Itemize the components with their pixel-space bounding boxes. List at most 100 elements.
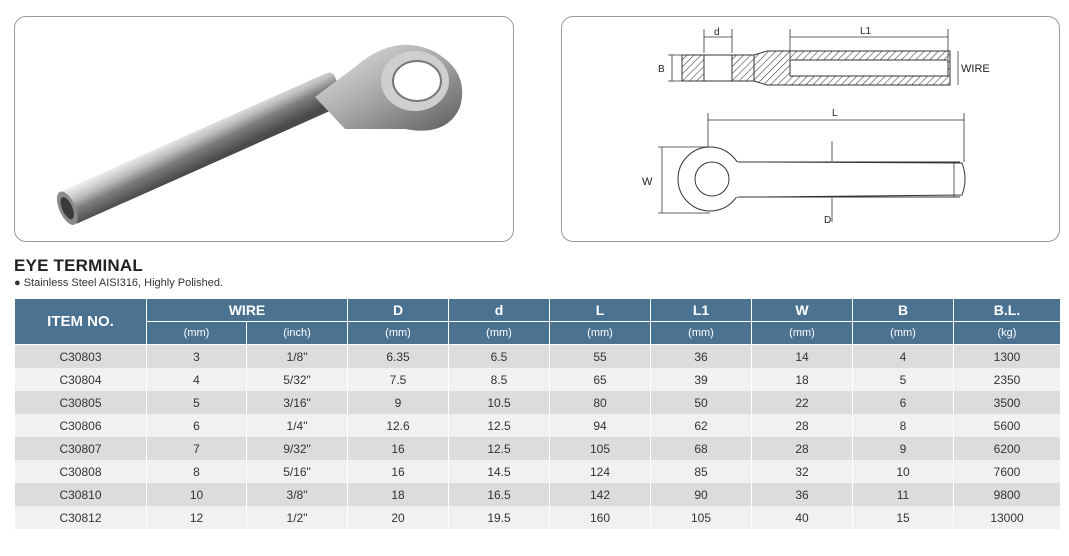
label-w: W	[642, 176, 653, 188]
cell-l: 142	[549, 483, 651, 506]
cell-wire-mm: 3	[146, 344, 247, 368]
cell-l: 80	[549, 391, 651, 414]
label-l1: L1	[860, 26, 872, 37]
cell-wire-inch: 1/2"	[246, 506, 348, 529]
cell-l1: 90	[650, 483, 752, 506]
cell-wire-inch: 5/16"	[246, 460, 348, 483]
cell-b: 9	[852, 437, 954, 460]
cell-item-no: C30804	[14, 368, 147, 391]
cell-d-upper: 16	[347, 437, 449, 460]
cell-item-no: C30812	[14, 506, 147, 529]
cell-wire-inch: 3/16"	[246, 391, 348, 414]
header-w: W	[751, 298, 853, 322]
cell-item-no: C30807	[14, 437, 147, 460]
cell-w: 22	[751, 391, 853, 414]
cell-wire-inch: 5/32"	[246, 368, 348, 391]
label-d: d	[714, 27, 720, 38]
cell-wire-inch: 1/8"	[246, 344, 348, 368]
cell-w: 18	[751, 368, 853, 391]
eye-terminal-photo	[56, 44, 463, 225]
cell-d-lower: 10.5	[448, 391, 550, 414]
cell-wire-mm: 8	[146, 460, 247, 483]
cell-wire-mm: 12	[146, 506, 247, 529]
cell-wire-inch: 9/32"	[246, 437, 348, 460]
page-title: EYE TERMINAL	[14, 256, 143, 275]
cell-w: 40	[751, 506, 853, 529]
unit-wire-inch: (inch)	[246, 321, 348, 345]
cell-w: 28	[751, 437, 853, 460]
cell-bl: 5600	[953, 414, 1061, 437]
unit-w: (mm)	[751, 321, 853, 345]
header-b: B	[852, 298, 954, 322]
cell-b: 10	[852, 460, 954, 483]
cell-l1: 68	[650, 437, 752, 460]
table-row: C30812 12 1/2" 20 19.5 160 105 40 15 130…	[14, 506, 1061, 529]
cell-l: 55	[549, 344, 651, 368]
header-wire: WIRE	[146, 298, 348, 322]
label-wire: WIRE	[961, 63, 990, 75]
product-photo-panel	[14, 16, 514, 242]
cell-bl: 3500	[953, 391, 1061, 414]
cell-item-no: C30803	[14, 344, 147, 368]
cell-l1: 85	[650, 460, 752, 483]
cell-item-no: C30806	[14, 414, 147, 437]
cell-d-lower: 16.5	[448, 483, 550, 506]
cell-wire-mm: 5	[146, 391, 247, 414]
side-view: L W D	[642, 108, 966, 226]
table-row: C30804 4 5/32" 7.5 8.5 65 39 18 5 2350	[14, 368, 1061, 391]
cell-item-no: C30808	[14, 460, 147, 483]
cell-bl: 1300	[953, 344, 1061, 368]
cell-d-lower: 12.5	[448, 437, 550, 460]
cell-l1: 36	[650, 344, 752, 368]
unit-l1: (mm)	[650, 321, 752, 345]
cell-l: 94	[549, 414, 651, 437]
header-d-lower: d	[448, 298, 550, 322]
cell-b: 6	[852, 391, 954, 414]
unit-row: (mm) (inch) (mm) (mm) (mm) (mm) (mm) (mm…	[15, 321, 1061, 345]
table-row: C30806 6 1/4" 12.6 12.5 94 62 28 8 5600	[14, 414, 1061, 437]
label-big-d: D	[824, 215, 831, 226]
cell-l1: 50	[650, 391, 752, 414]
cell-w: 36	[751, 483, 853, 506]
cell-l: 124	[549, 460, 651, 483]
table-row: C30807 7 9/32" 16 12.5 105 68 28 9 6200	[14, 437, 1061, 460]
cell-bl: 7600	[953, 460, 1061, 483]
table-row: C30808 8 5/16" 16 14.5 124 85 32 10 7600	[14, 460, 1061, 483]
label-l: L	[832, 108, 838, 119]
cell-w: 14	[751, 344, 853, 368]
cell-b: 15	[852, 506, 954, 529]
unit-wire-mm: (mm)	[146, 321, 247, 345]
table-row: C30810 10 3/8" 18 16.5 142 90 36 11 9800	[14, 483, 1061, 506]
unit-l: (mm)	[549, 321, 651, 345]
cell-l: 105	[549, 437, 651, 460]
cell-b: 8	[852, 414, 954, 437]
cell-item-no: C30810	[14, 483, 147, 506]
cell-wire-inch: 3/8"	[246, 483, 348, 506]
cell-d-lower: 14.5	[448, 460, 550, 483]
cell-d-upper: 18	[347, 483, 449, 506]
cell-d-lower: 6.5	[448, 344, 550, 368]
cell-l1: 62	[650, 414, 752, 437]
cell-b: 11	[852, 483, 954, 506]
header-row: ITEM NO. WIRE D d L L1 W B B.L.	[14, 298, 1061, 345]
material-note: ● Stainless Steel AISI316, Highly Polish…	[14, 277, 224, 289]
cell-wire-inch: 1/4"	[246, 414, 348, 437]
cell-b: 5	[852, 368, 954, 391]
technical-drawing-panel: d L1 B WIRE L	[561, 16, 1060, 242]
unit-b: (mm)	[852, 321, 954, 345]
cell-bl: 6200	[953, 437, 1061, 460]
table-row: C30805 5 3/16" 9 10.5 80 50 22 6 3500	[14, 391, 1061, 414]
label-b: B	[658, 64, 665, 75]
cell-wire-mm: 7	[146, 437, 247, 460]
unit-bl: (kg)	[953, 321, 1061, 345]
unit-d-lower: (mm)	[448, 321, 550, 345]
header-l1: L1	[650, 298, 752, 322]
cell-b: 4	[852, 344, 954, 368]
cell-item-no: C30805	[14, 391, 147, 414]
cell-w: 32	[751, 460, 853, 483]
header-bl: B.L.	[953, 298, 1061, 322]
specification-table: ITEM NO. WIRE D d L L1 W B B.L. (mm) (in…	[14, 298, 1061, 529]
cell-wire-mm: 4	[146, 368, 247, 391]
section-view: d L1 B WIRE	[658, 26, 990, 86]
unit-d-upper: (mm)	[347, 321, 449, 345]
